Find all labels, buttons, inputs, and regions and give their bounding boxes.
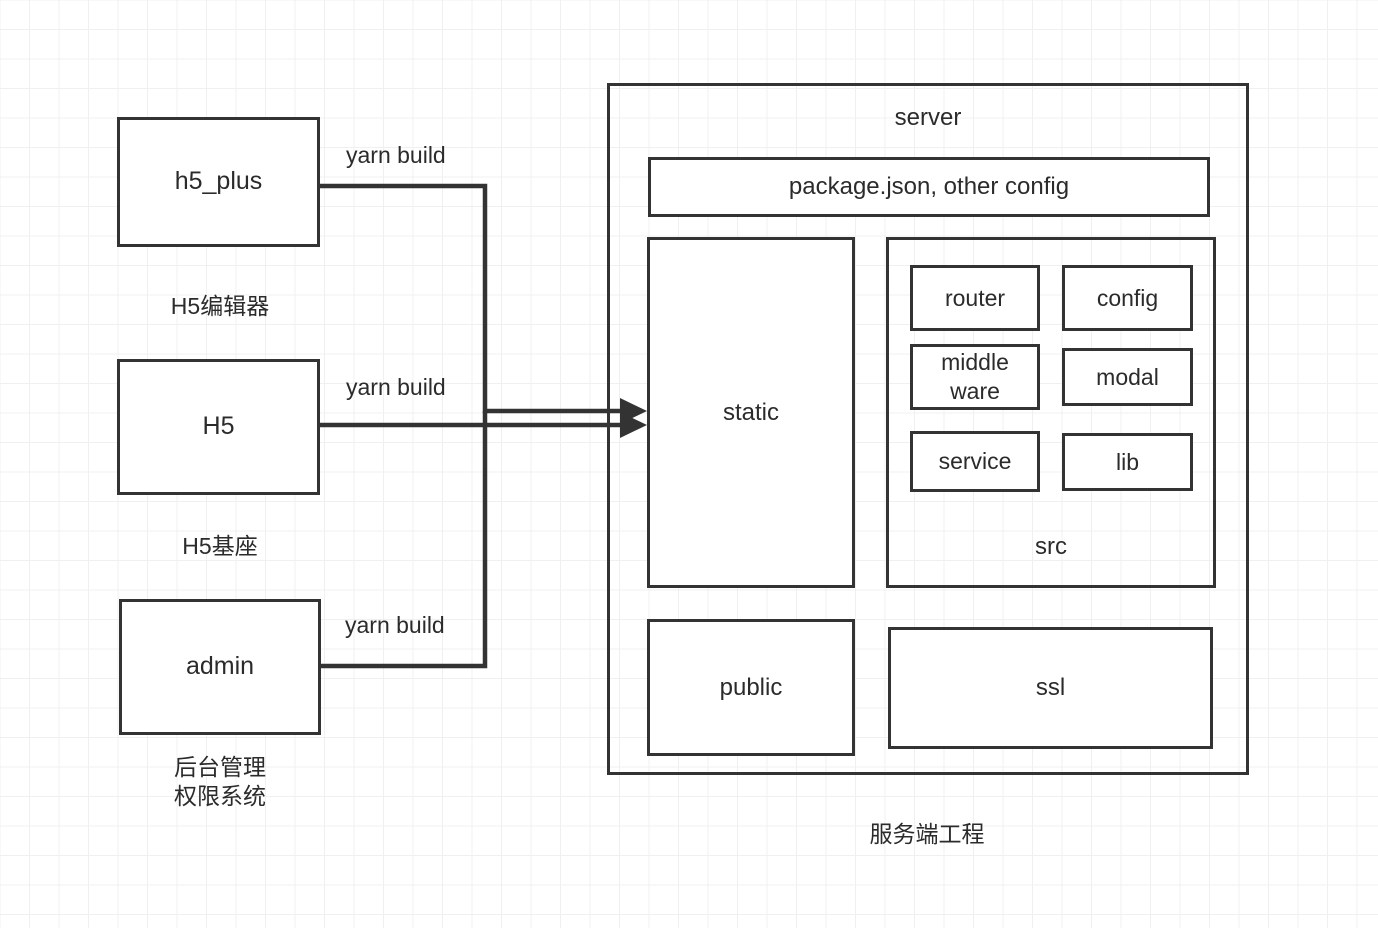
node-config[interactable]: config bbox=[1062, 265, 1193, 331]
node-modal[interactable]: modal bbox=[1062, 348, 1193, 406]
node-service[interactable]: service bbox=[910, 431, 1040, 492]
wire-label-yarn-build-admin: yarn build bbox=[345, 612, 445, 638]
node-admin-label: admin bbox=[185, 652, 255, 681]
panel-server-title: server bbox=[894, 104, 962, 131]
node-router[interactable]: router bbox=[910, 265, 1040, 331]
node-lib[interactable]: lib bbox=[1062, 433, 1193, 491]
node-public-label: public bbox=[719, 673, 783, 701]
node-config-label: config bbox=[1096, 284, 1159, 311]
node-h5-plus-label: h5_plus bbox=[174, 167, 263, 196]
node-static[interactable]: static bbox=[647, 237, 855, 588]
node-package-json-label: package.json, other config bbox=[788, 173, 1070, 200]
caption-admin: 后台管理 权限系统 bbox=[174, 754, 266, 810]
node-service-label: service bbox=[938, 448, 1012, 475]
node-public[interactable]: public bbox=[647, 619, 855, 756]
panel-server bbox=[607, 83, 1249, 775]
node-h5-plus[interactable]: h5_plus bbox=[117, 117, 320, 247]
caption-h5-plus: H5编辑器 bbox=[170, 293, 270, 319]
node-h5[interactable]: H5 bbox=[117, 359, 320, 495]
panel-src bbox=[886, 237, 1216, 588]
panel-src-title: src bbox=[1035, 533, 1067, 560]
node-ssl[interactable]: ssl bbox=[888, 627, 1213, 749]
node-static-label: static bbox=[722, 398, 779, 426]
node-admin[interactable]: admin bbox=[119, 599, 321, 735]
node-lib-label: lib bbox=[1115, 448, 1139, 475]
wire-label-yarn-build-h5-plus: yarn build bbox=[346, 142, 446, 168]
node-router-label: router bbox=[944, 284, 1006, 311]
node-middleware-label: middle ware bbox=[941, 349, 1009, 404]
node-ssl-label: ssl bbox=[1035, 674, 1066, 701]
node-modal-label: modal bbox=[1096, 363, 1159, 390]
wire-label-yarn-build-h5: yarn build bbox=[346, 374, 446, 400]
node-middleware[interactable]: middle ware bbox=[910, 344, 1040, 410]
caption-server: 服务端工程 bbox=[869, 821, 985, 847]
node-package-json[interactable]: package.json, other config bbox=[648, 157, 1210, 217]
node-h5-label: H5 bbox=[202, 412, 235, 441]
caption-h5: H5基座 bbox=[182, 533, 258, 559]
